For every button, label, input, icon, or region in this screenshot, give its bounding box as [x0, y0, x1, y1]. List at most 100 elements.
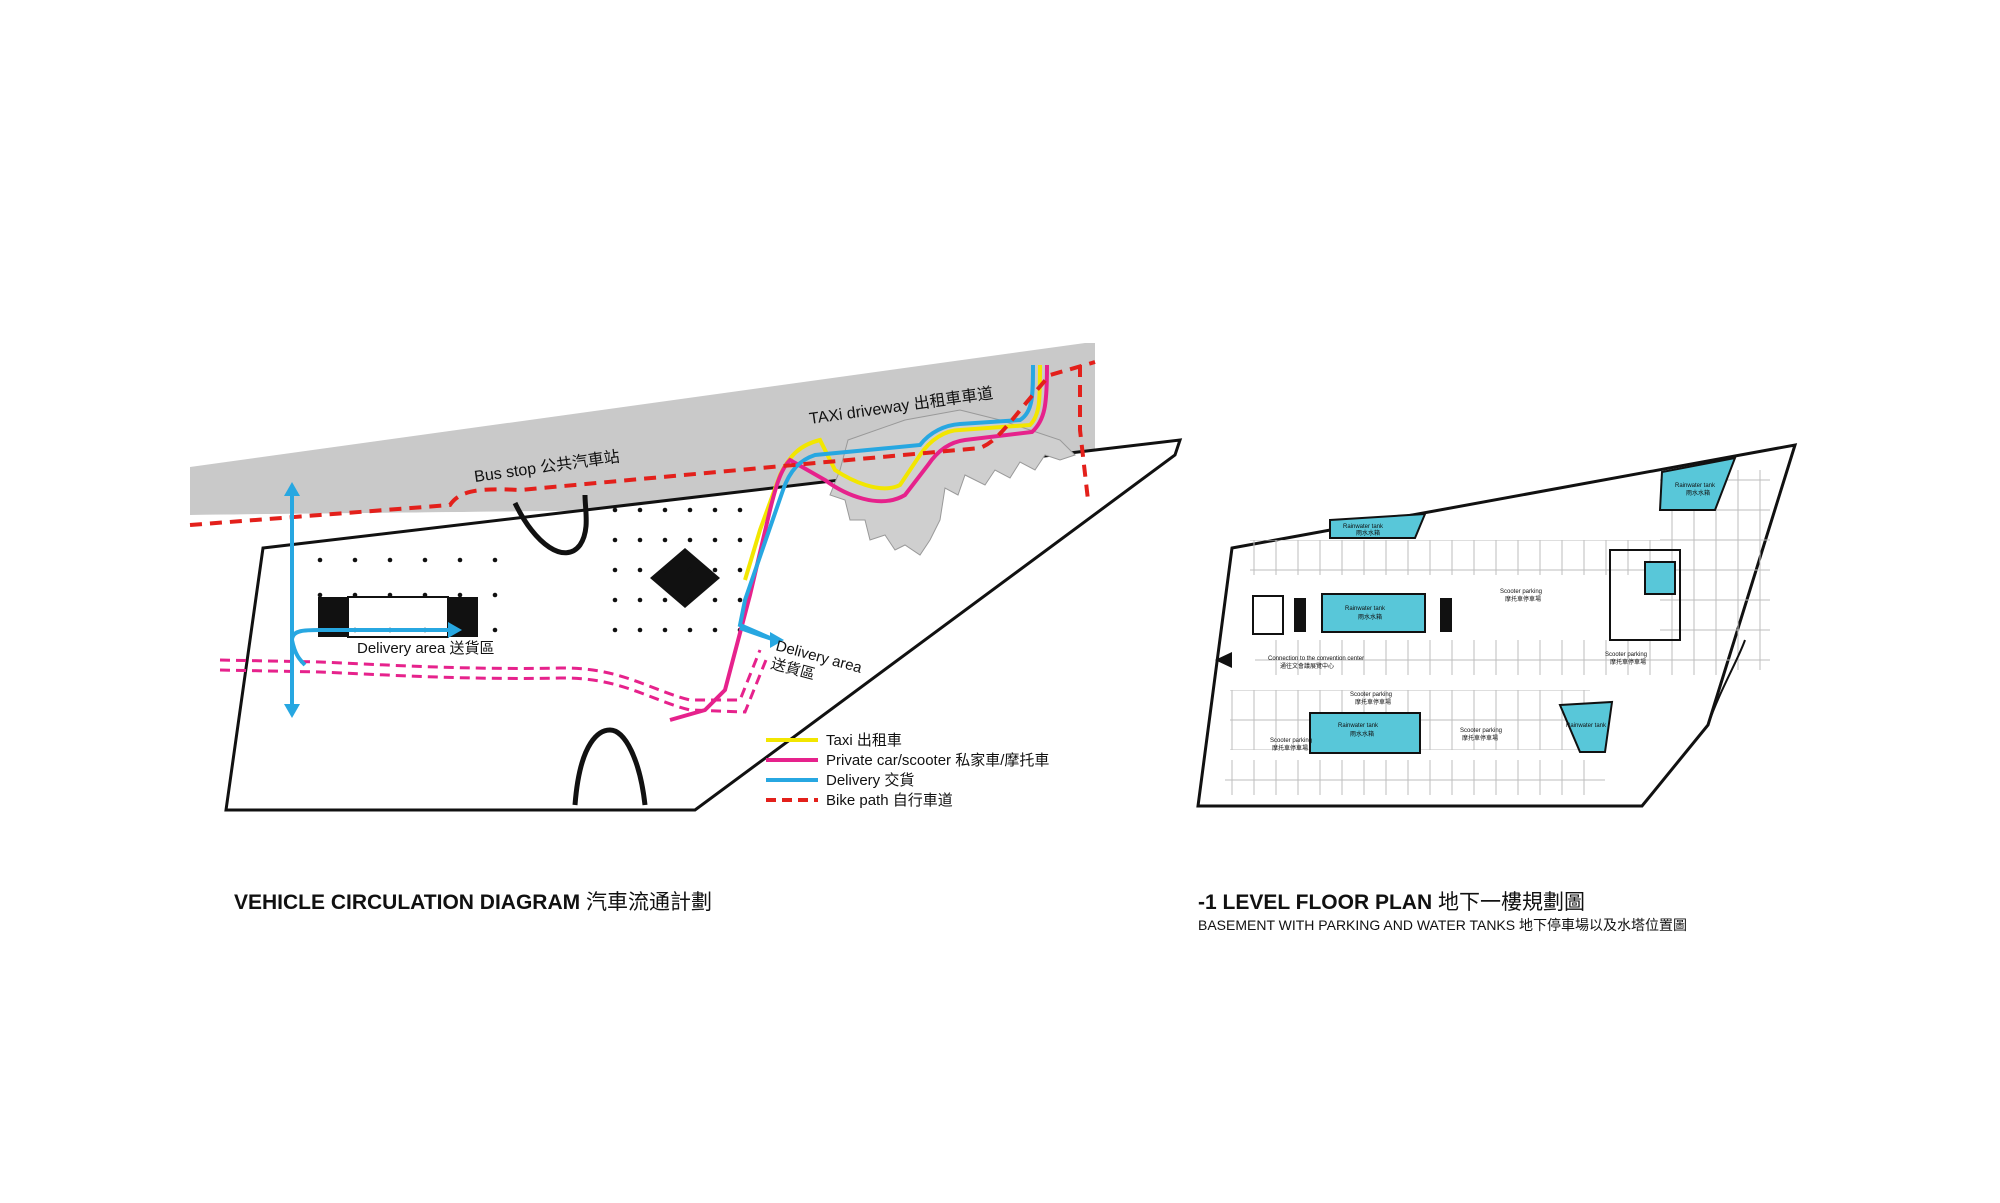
rainwater-tank-right: [1658, 456, 1737, 511]
pillar-dot: [612, 507, 618, 513]
private-route-site-2: [219, 654, 770, 714]
legend-label-taxi: Taxi 出租車: [826, 732, 902, 749]
floor-plan-diagram: Rainwater tank 雨水水箱 Rainwater tank 雨水水箱 …: [1196, 443, 1798, 808]
scooter-parking-cn-5: 摩托車停車場: [1462, 734, 1498, 742]
rainwater-tank-center-cn: 雨水水箱: [1358, 613, 1382, 621]
rainwater-tank-core: [1644, 561, 1676, 595]
rainwater-tank-lower-label: Rainwater tank: [1338, 723, 1379, 729]
arrow-head-right-2: [770, 632, 784, 648]
left-caption-bold: VEHICLE CIRCULATION DIAGRAM: [234, 891, 581, 914]
delivery-branch-2: [290, 639, 307, 667]
pillar-dot: [387, 592, 393, 598]
ramp-box: [1252, 595, 1284, 635]
pillar-dot: [737, 537, 743, 543]
vehicle-circulation-diagram: Bus stop 公共汽車站 TAXi driveway 出租車車道 Deliv…: [189, 343, 1183, 812]
scooter-parking-cn-4: 摩托車停車場: [1272, 744, 1308, 752]
right-caption-sub: BASEMENT WITH PARKING AND WATER TANKS 地下…: [1198, 917, 1688, 933]
right-caption-bold: -1 LEVEL FLOOR PLAN: [1198, 891, 1433, 914]
pillar-dot: [317, 592, 323, 598]
legend-label-delivery: Delivery 交貨: [826, 771, 914, 789]
delivery-branch-1: [290, 628, 450, 641]
pillar-dot: [492, 592, 498, 598]
rainwater-tank-top: [1329, 512, 1427, 539]
rainwater-tank-right-cn: 雨水水箱: [1686, 489, 1710, 497]
pillar-dot: [352, 592, 358, 598]
pillar-dot: [712, 507, 718, 513]
bike-path-right: [1078, 365, 1090, 501]
pillar-dot: [612, 567, 618, 573]
connection-arrow: [1215, 652, 1232, 668]
arrow-head-up: [284, 482, 300, 496]
pillar-dot: [712, 627, 718, 633]
scooter-parking-label-3: Scooter parking: [1350, 692, 1392, 698]
pillar-dot: [492, 557, 498, 563]
pillar-dot: [612, 627, 618, 633]
legend-label-bike: Bike path 自行車道: [826, 792, 953, 809]
left-caption-chinese: 汽車流通計劃: [585, 891, 712, 914]
rainwater-tank-lower: [1309, 712, 1421, 754]
pillar-dot: [687, 627, 693, 633]
pillar-dot: [687, 597, 693, 603]
pillar-dot: [637, 597, 643, 603]
pillar-dot: [712, 537, 718, 543]
pillar-dots-center: [612, 507, 743, 633]
pillar-dot: [352, 557, 358, 563]
pillar-dot: [422, 557, 428, 563]
pillar-dot: [737, 567, 743, 573]
legend: Taxi 出租車 Private car/scooter 私家車/摩托車 Del…: [766, 732, 1049, 809]
scooter-parking-label-5: Scooter parking: [1460, 728, 1502, 734]
pillar-dot: [637, 627, 643, 633]
rainwater-tank-top-cn: 雨水水箱: [1356, 529, 1380, 537]
pillar-dot: [662, 627, 668, 633]
private-route-site: [219, 649, 762, 702]
core-box: [1609, 549, 1681, 641]
pillar-dot: [317, 557, 323, 563]
right-caption-chinese: 地下一樓規劃圖: [1437, 891, 1585, 914]
pillar-dot: [737, 507, 743, 513]
pillar-dot: [492, 627, 498, 633]
pillar-dot: [687, 507, 693, 513]
pillar-dot: [662, 567, 668, 573]
connection-label-cn: 通往文會議展覽中心: [1280, 662, 1334, 670]
pillar-dot: [457, 592, 463, 598]
arch-top: [512, 494, 589, 556]
pillar-dot: [687, 537, 693, 543]
ramp-curve: [1707, 639, 1746, 726]
legend-label-private: Private car/scooter 私家車/摩托車: [826, 751, 1049, 769]
pillar-dot: [737, 597, 743, 603]
delivery-area-label-1: Delivery area 送貨區: [357, 640, 495, 657]
scooter-parking-cn-3: 摩托車停車場: [1355, 698, 1391, 706]
rainwater-tank-center: [1321, 593, 1426, 633]
pillar-dot: [637, 567, 643, 573]
pillar-dot: [712, 597, 718, 603]
taxi-route: [743, 364, 1042, 581]
pillar-dot: [662, 597, 668, 603]
private-route: [669, 364, 1049, 722]
pillar-dot: [637, 537, 643, 543]
pillar-dot: [612, 597, 618, 603]
parking-band-2: [1255, 640, 1725, 675]
pillar-dot: [712, 567, 718, 573]
arch-bottom: [572, 727, 648, 806]
scooter-parking-cn-1: 摩托車停車場: [1505, 595, 1541, 603]
rainwater-tank-diamond-label: Rainwater tank: [1566, 723, 1607, 729]
right-caption: -1 LEVEL FLOOR PLAN 地下一樓規劃圖: [1198, 886, 1585, 916]
stair-right: [1440, 598, 1452, 632]
pillar-dot: [662, 507, 668, 513]
pillar-dot: [387, 557, 393, 563]
stair-left: [1294, 598, 1306, 632]
arrow-head-down: [284, 704, 300, 718]
pillar-dot: [457, 557, 463, 563]
pillar-dot: [687, 567, 693, 573]
scooter-parking-label-1: Scooter parking: [1500, 589, 1542, 595]
pillar-dot: [662, 537, 668, 543]
arrow-head-right-1: [448, 622, 462, 638]
pillar-dot: [422, 592, 428, 598]
rainwater-tank-center-label: Rainwater tank: [1345, 606, 1386, 612]
central-pavilion: [650, 548, 720, 608]
pillar-dot: [637, 507, 643, 513]
parking-band-4: [1225, 760, 1605, 795]
pillar-dot: [612, 537, 618, 543]
parking-band-1: [1250, 540, 1700, 575]
